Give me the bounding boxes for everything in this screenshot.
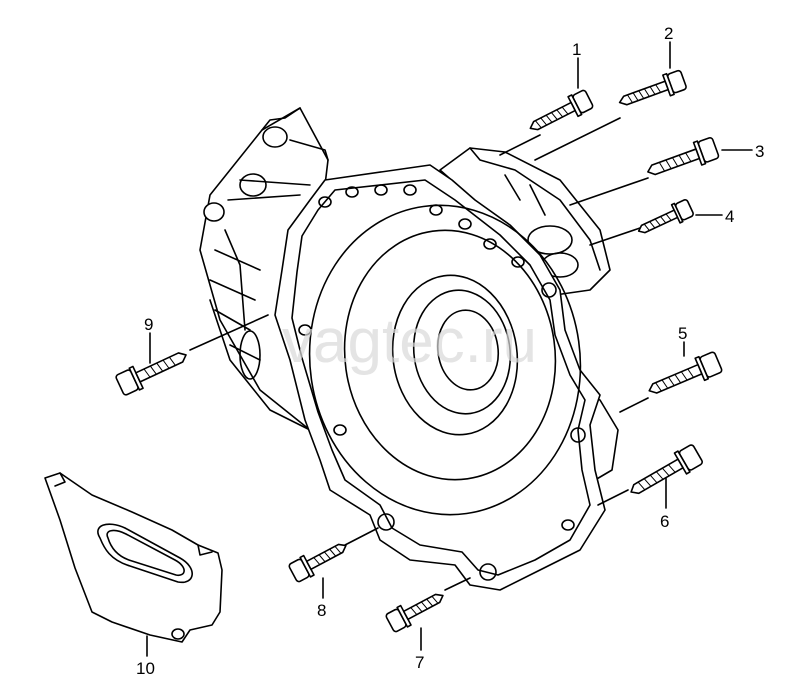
callout-9: 9 <box>144 315 153 334</box>
callout-3: 3 <box>755 142 764 161</box>
assembly-lines <box>189 117 649 591</box>
cover-plate <box>44 472 223 643</box>
callout-8: 8 <box>317 601 326 620</box>
bolt-9 <box>115 352 187 396</box>
bolt-6 <box>630 444 703 495</box>
callout-numbers: 1 2 3 4 5 6 7 8 9 10 <box>136 24 764 678</box>
bolt-1 <box>529 89 594 131</box>
callout-6: 6 <box>660 512 669 531</box>
callout-7: 7 <box>415 653 424 672</box>
callout-5: 5 <box>678 324 687 343</box>
bolt-3 <box>647 136 720 176</box>
leader-lines <box>146 41 753 657</box>
bolt-4 <box>637 199 694 234</box>
bolt-5 <box>648 351 723 394</box>
callout-2: 2 <box>664 24 673 43</box>
bell-housing <box>308 204 582 516</box>
bolt-7 <box>385 593 444 633</box>
transmission-housing <box>199 107 619 591</box>
bolt-2 <box>618 69 687 106</box>
bolt-8 <box>288 543 347 583</box>
callout-1: 1 <box>572 40 581 59</box>
callout-10: 10 <box>136 659 155 678</box>
callout-4: 4 <box>725 207 734 226</box>
watermark: vagtec.ru <box>282 307 537 376</box>
